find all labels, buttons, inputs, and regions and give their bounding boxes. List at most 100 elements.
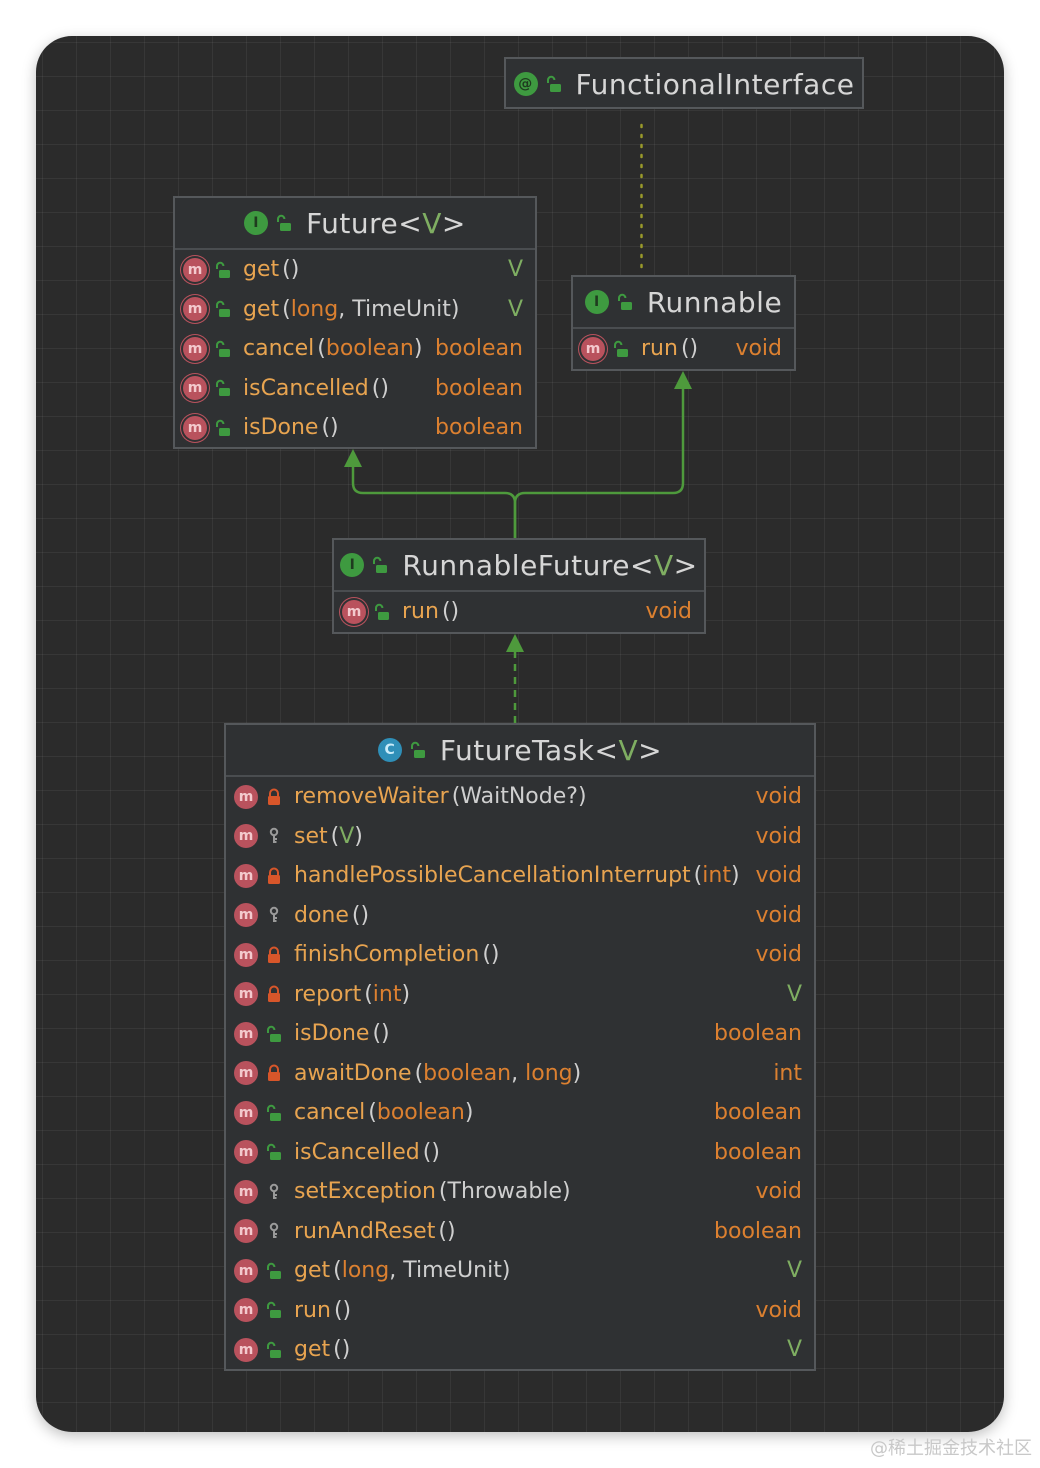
method-params: () — [441, 599, 460, 625]
param-type: long — [290, 296, 339, 322]
method-icon: m — [234, 824, 258, 849]
public-unlock-icon — [215, 419, 231, 437]
private-lock-icon — [266, 946, 282, 964]
method-name: run — [294, 1297, 331, 1323]
method-name: get — [294, 1337, 331, 1363]
param-type: boolean — [376, 1100, 465, 1126]
method-name: run — [402, 599, 439, 625]
private-lock-icon — [266, 867, 282, 885]
method-params: (boolean) — [368, 1100, 474, 1126]
node-name: Future — [306, 206, 399, 240]
return-type: void — [735, 336, 782, 362]
return-type: void — [755, 1179, 802, 1205]
method-params: (WaitNode?) — [451, 784, 587, 810]
public-unlock-icon — [266, 1341, 282, 1359]
param-type: WaitNode? — [460, 784, 578, 810]
arrow-head — [674, 371, 692, 389]
method-name: cancel — [294, 1100, 366, 1126]
return-type: boolean — [714, 1139, 802, 1165]
method-name: run — [641, 336, 678, 362]
param-type: long — [341, 1258, 390, 1284]
public-unlock-icon — [617, 293, 633, 311]
protected-key-icon — [266, 1183, 282, 1201]
method-icon: m — [234, 1258, 258, 1283]
method-name: removeWaiter — [294, 784, 449, 810]
arrow-head — [506, 634, 524, 652]
method-params: () — [321, 415, 339, 441]
node-name: Runnable — [646, 285, 783, 319]
node-name: FunctionalInterface — [575, 67, 855, 101]
annotation-icon: @ — [513, 72, 538, 96]
method-params: (boolean) — [317, 336, 423, 362]
method-icon: m — [234, 1219, 258, 1244]
method-name: isCancelled — [294, 1139, 420, 1165]
private-lock-icon — [266, 1064, 282, 1082]
param-type: boolean — [325, 336, 414, 362]
method-params: (V) — [330, 823, 363, 849]
interface-icon: I — [244, 211, 269, 235]
node-header[interactable]: @ FunctionalInterface — [506, 59, 862, 109]
method-params: () — [333, 1337, 351, 1363]
public-unlock-icon — [374, 603, 390, 621]
public-unlock-icon — [266, 1301, 282, 1319]
type-parameter: V — [618, 733, 639, 767]
method-params: () — [482, 942, 500, 968]
method-params: () — [372, 1021, 390, 1047]
public-unlock-icon — [215, 340, 231, 358]
node-functional-interface[interactable]: @ FunctionalInterface — [504, 57, 864, 109]
public-unlock-icon — [410, 741, 426, 759]
method-icon: m — [234, 1140, 258, 1165]
method-params: (long, TimeUnit) — [333, 1258, 511, 1284]
public-unlock-icon — [266, 1025, 282, 1043]
return-type: boolean — [435, 375, 523, 401]
return-type: V — [507, 257, 523, 283]
param-type: TimeUnit — [403, 1258, 502, 1284]
method-name: cancel — [243, 336, 315, 362]
type-parameter: V — [422, 206, 442, 240]
method-params: () — [680, 336, 699, 362]
private-lock-icon — [266, 985, 282, 1003]
abstract-method-icon: m — [183, 297, 207, 322]
return-type: int — [773, 1060, 802, 1086]
param-type: boolean — [423, 1060, 512, 1086]
method-name: isCancelled — [243, 375, 369, 401]
abstract-method-icon: m — [342, 599, 366, 624]
method-name: get — [294, 1258, 331, 1284]
method-name: done — [294, 902, 349, 928]
method-icon: m — [234, 784, 258, 809]
return-type: V — [786, 1337, 802, 1363]
public-unlock-icon — [613, 340, 629, 358]
return-type: void — [755, 942, 802, 968]
method-name: runAndReset — [294, 1218, 436, 1244]
